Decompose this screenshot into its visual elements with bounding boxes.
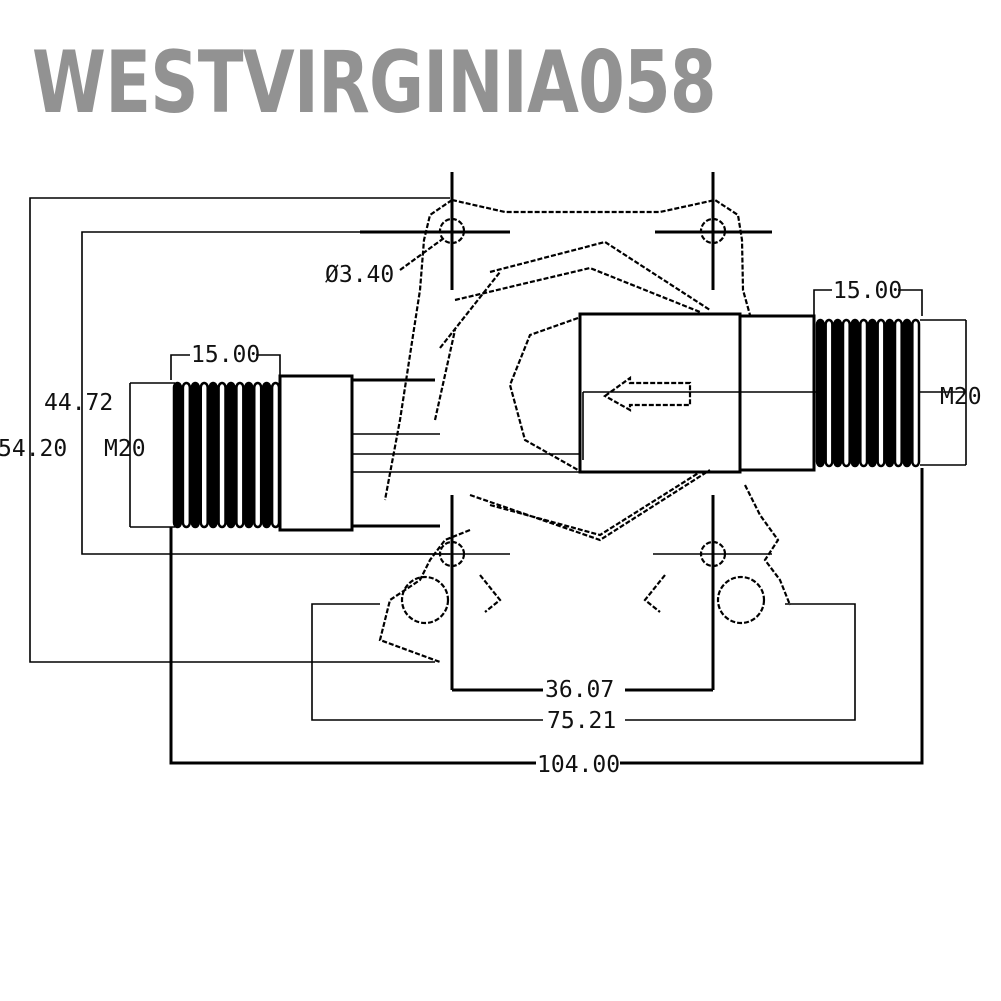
left-inlet-port: M20 xyxy=(104,374,580,532)
watermark-text: WESTVIRGINIA058 xyxy=(32,33,717,133)
thread-ridge xyxy=(217,381,227,529)
flow-direction-arrow-icon xyxy=(602,375,692,412)
thread-ridge xyxy=(235,381,245,529)
hole-spacing-dimension: 36.07 xyxy=(452,676,713,703)
thread-ridge xyxy=(244,381,254,529)
mounting-hole-bottom-left xyxy=(360,495,510,690)
mounting-hole-bottom-right xyxy=(653,495,772,690)
thread-ridge xyxy=(902,318,912,468)
thread-ridge xyxy=(261,381,272,529)
thread-ridge xyxy=(270,381,281,529)
right-thread xyxy=(815,318,921,468)
inner-height-dimension: 44.72 xyxy=(44,231,450,555)
overall-length-label: 104.00 xyxy=(537,752,620,778)
thread-ridge xyxy=(867,318,877,468)
right-outlet-port: M20 xyxy=(578,312,982,474)
thread-ridge xyxy=(226,381,236,529)
thread-ridge xyxy=(181,381,192,529)
base-width-label: 75.21 xyxy=(547,708,616,734)
hole-diameter-callout: Ø3.40 xyxy=(325,237,445,288)
thread-ridge xyxy=(815,318,825,468)
thread-ridge xyxy=(876,318,886,468)
thread-ridge xyxy=(911,318,921,468)
thread-ridge xyxy=(841,318,851,468)
right-thread-length-label: 15.00 xyxy=(833,278,902,304)
outer-height-label: 54.20 xyxy=(0,436,67,462)
thread-ridge xyxy=(893,318,903,468)
thread-ridge xyxy=(172,381,183,529)
mounting-hole-top-left xyxy=(360,172,510,290)
thread-ridge xyxy=(824,318,834,468)
right-thread-length-dimension: 15.00 xyxy=(813,278,923,316)
left-thread xyxy=(172,381,281,529)
base-width-dimension: 75.21 xyxy=(543,706,625,734)
overall-length-dimension: 104.00 xyxy=(169,468,924,778)
hole-diameter-label: Ø3.40 xyxy=(325,262,394,288)
inner-height-label: 44.72 xyxy=(44,390,113,416)
thread-ridge xyxy=(850,318,860,468)
thread-ridge xyxy=(859,318,869,468)
mounting-hole-top-right xyxy=(655,172,772,290)
right-thread-size-label: M20 xyxy=(940,384,982,410)
left-thread-size-label: M20 xyxy=(104,436,146,462)
thread-ridge xyxy=(885,318,895,468)
mounting-body xyxy=(378,198,792,664)
outer-height-dimension: 54.20 xyxy=(0,197,450,663)
thread-ridge xyxy=(208,381,218,529)
thread-ridge xyxy=(253,381,263,529)
thread-ridge xyxy=(199,381,209,529)
left-thread-length-dimension: 15.00 xyxy=(170,342,281,380)
left-thread-length-label: 15.00 xyxy=(191,342,260,368)
hole-spacing-label: 36.07 xyxy=(545,677,614,703)
thread-ridge xyxy=(833,318,843,468)
thread-ridge xyxy=(190,381,200,529)
